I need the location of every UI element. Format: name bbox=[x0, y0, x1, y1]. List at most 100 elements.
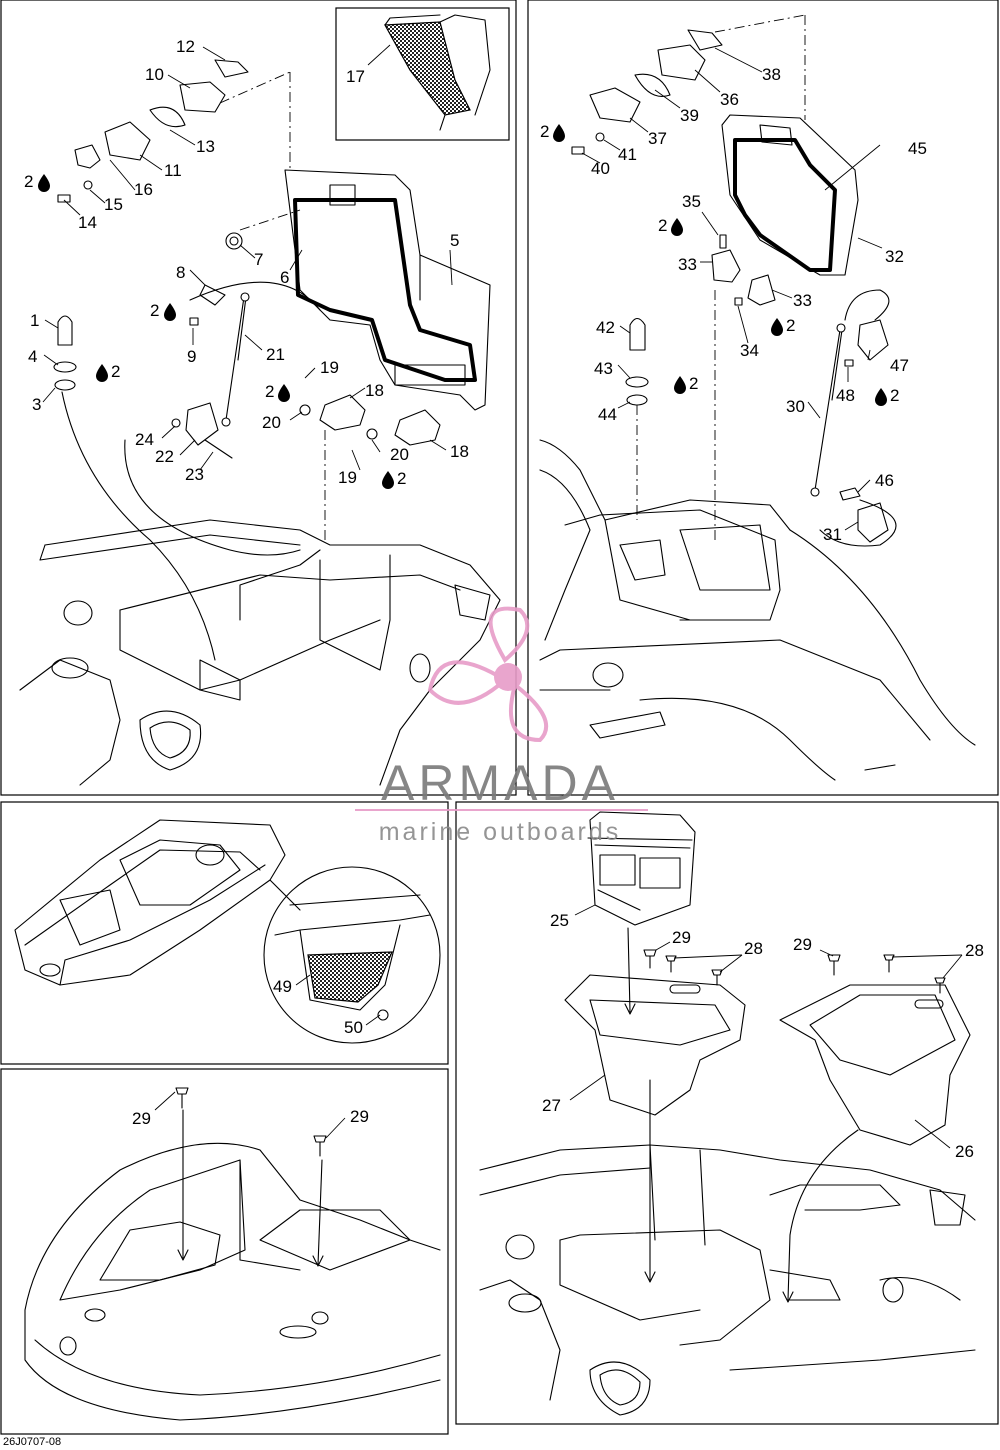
armada-watermark: ARMADA marine outboards bbox=[355, 606, 648, 846]
drop-icon bbox=[38, 174, 50, 192]
callout-2-g: 2 bbox=[658, 216, 667, 235]
callout-8: 8 bbox=[176, 263, 185, 282]
callout-34: 34 bbox=[740, 341, 759, 360]
callout-1: 1 bbox=[30, 311, 39, 330]
callout-19b: 19 bbox=[338, 468, 357, 487]
callout-labels: 1 3 4 5 6 7 8 9 10 11 12 13 14 15 16 17 … bbox=[24, 37, 984, 1161]
drop-icon bbox=[553, 124, 565, 142]
bottom-left-assembly bbox=[24, 1087, 441, 1421]
callout-2-b: 2 bbox=[150, 301, 159, 320]
callout-46: 46 bbox=[875, 471, 894, 490]
panel-top-right bbox=[527, 0, 999, 796]
callout-20a: 20 bbox=[262, 413, 281, 432]
hinge-18-right bbox=[394, 409, 441, 446]
callout-28-b: 28 bbox=[965, 941, 984, 960]
hinge-33-right bbox=[747, 274, 776, 306]
drop-icon bbox=[278, 384, 290, 402]
callout-39: 39 bbox=[680, 106, 699, 125]
drawing-code: 26J0707-08 bbox=[3, 1436, 61, 1448]
callout-2-a: 2 bbox=[24, 172, 33, 191]
callout-26: 26 bbox=[955, 1142, 974, 1161]
lubricant-symbols bbox=[38, 124, 887, 489]
callout-29-d: 29 bbox=[793, 935, 812, 954]
callout-21: 21 bbox=[266, 345, 285, 364]
callout-32: 32 bbox=[885, 247, 904, 266]
hinge-plate-11 bbox=[104, 121, 151, 161]
hinge-plate-10 bbox=[179, 81, 226, 113]
callout-18a: 18 bbox=[365, 381, 384, 400]
hinge-18-left bbox=[319, 394, 366, 431]
callout-4: 4 bbox=[28, 347, 37, 366]
bottom-right-assembly bbox=[479, 811, 976, 1416]
callout-43: 43 bbox=[594, 359, 613, 378]
callout-42: 42 bbox=[596, 318, 615, 337]
mesh-panel-17 bbox=[384, 21, 471, 116]
callout-10: 10 bbox=[145, 65, 164, 84]
callout-25: 25 bbox=[550, 911, 569, 930]
storage-lid-5 bbox=[284, 169, 491, 411]
callout-44: 44 bbox=[598, 405, 617, 424]
callout-18b: 18 bbox=[450, 442, 469, 461]
callout-50: 50 bbox=[344, 1018, 363, 1037]
callout-33a: 33 bbox=[678, 255, 697, 274]
callout-30: 30 bbox=[786, 397, 805, 416]
top-left-assembly bbox=[19, 14, 501, 786]
callout-2-h: 2 bbox=[786, 316, 795, 335]
callout-41: 41 bbox=[618, 145, 637, 164]
callout-37: 37 bbox=[648, 129, 667, 148]
drop-icon bbox=[674, 376, 686, 394]
callout-29-b: 29 bbox=[350, 1107, 369, 1126]
callout-5: 5 bbox=[450, 231, 459, 250]
drop-icon bbox=[96, 364, 108, 382]
callout-47: 47 bbox=[890, 356, 909, 375]
callout-2-e: 2 bbox=[397, 469, 406, 488]
top-right-assembly bbox=[539, 14, 976, 781]
callout-36: 36 bbox=[720, 90, 739, 109]
latch-1 bbox=[57, 315, 73, 346]
watermark-brand: ARMADA bbox=[381, 755, 619, 811]
panel-middle-left bbox=[0, 801, 449, 1065]
watermark-tagline: marine outboards bbox=[379, 818, 622, 846]
callout-23: 23 bbox=[185, 465, 204, 484]
mesh-liner-49 bbox=[307, 951, 393, 1003]
hinge-33-left bbox=[711, 249, 741, 283]
callout-2-j: 2 bbox=[890, 386, 899, 405]
callout-2-d: 2 bbox=[265, 382, 274, 401]
gasket-45 bbox=[733, 138, 837, 272]
callout-24: 24 bbox=[135, 430, 154, 449]
callout-14: 14 bbox=[78, 213, 97, 232]
callout-7: 7 bbox=[254, 250, 263, 269]
callout-45: 45 bbox=[908, 139, 927, 158]
callout-38: 38 bbox=[762, 65, 781, 84]
callout-15: 15 bbox=[104, 195, 123, 214]
panel-top-left bbox=[0, 0, 517, 796]
panel-bottom-left bbox=[0, 1068, 449, 1435]
middle-left-assembly bbox=[14, 819, 441, 1044]
detail-zoom-circle bbox=[263, 866, 441, 1044]
callout-11: 11 bbox=[164, 161, 182, 180]
callout-48: 48 bbox=[836, 386, 855, 405]
callout-6: 6 bbox=[280, 268, 289, 287]
panel-bottom-right bbox=[455, 801, 999, 1425]
inset-17-frame bbox=[335, 7, 510, 141]
grommet-7 bbox=[225, 232, 243, 250]
callout-3: 3 bbox=[32, 395, 41, 414]
callout-2-f: 2 bbox=[540, 122, 549, 141]
callout-35: 35 bbox=[682, 192, 701, 211]
cooler-25 bbox=[589, 811, 696, 926]
callout-22: 22 bbox=[155, 447, 174, 466]
callout-19a: 19 bbox=[320, 358, 339, 377]
callout-27: 27 bbox=[542, 1096, 561, 1115]
callout-12: 12 bbox=[176, 37, 195, 56]
storage-bin-26 bbox=[779, 984, 971, 1146]
drop-icon bbox=[164, 303, 176, 321]
callout-33b: 33 bbox=[793, 291, 812, 310]
callout-9: 9 bbox=[187, 347, 196, 366]
callout-31: 31 bbox=[823, 525, 842, 544]
callout-29-a: 29 bbox=[132, 1109, 151, 1128]
drop-icon bbox=[875, 388, 887, 406]
callout-2-c: 2 bbox=[111, 362, 120, 381]
callout-49: 49 bbox=[273, 977, 292, 996]
callout-13: 13 bbox=[196, 137, 215, 156]
